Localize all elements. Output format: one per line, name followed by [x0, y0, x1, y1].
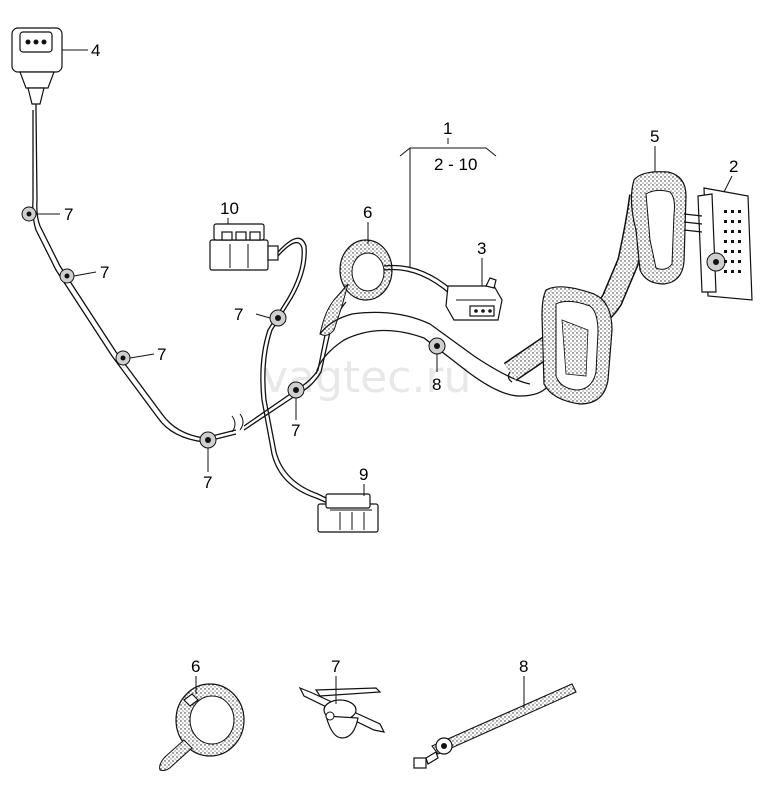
part-5-sleeve [630, 171, 687, 285]
detail-6-label: 6 [191, 657, 200, 676]
callout-3-label: 3 [477, 239, 486, 258]
leader-lines [36, 49, 733, 496]
callout-4-label: 4 [91, 41, 100, 60]
callout-1-range-label: 2 - 10 [434, 155, 477, 174]
callout-7e-label: 7 [291, 421, 300, 440]
grommet-6 [319, 239, 393, 336]
wire-grommet-to-3 [383, 264, 453, 291]
callout-1-label: 1 [443, 119, 452, 138]
callout-7a-label: 7 [64, 205, 73, 224]
loop-wire [319, 311, 531, 385]
middle-wire-clip [287, 381, 305, 399]
callout-10-label: 10 [220, 199, 239, 218]
left-wire-clip-2 [59, 268, 75, 284]
callout-9-label: 9 [359, 465, 368, 484]
wire-10-to-9 [264, 237, 331, 501]
callout-7d-label: 7 [203, 473, 212, 492]
left-wire-clip-3 [115, 350, 131, 366]
detail-7-label: 7 [331, 657, 340, 676]
callout-7c-label: 7 [157, 345, 166, 364]
callout-2-label: 2 [729, 157, 738, 176]
wire-10-clip [269, 309, 287, 327]
loop-clip-8 [428, 337, 446, 355]
connector-10 [209, 223, 279, 271]
callout-6-label: 6 [363, 203, 372, 222]
connector-3 [445, 277, 503, 321]
connector-4 [11, 27, 63, 105]
detail-cable-tie-8 [413, 676, 577, 769]
callout-5-label: 5 [650, 127, 659, 146]
left-wire-clip-1 [21, 206, 37, 222]
connector-9 [317, 493, 379, 533]
callout-7b-label: 7 [100, 263, 109, 282]
detail-8-label: 8 [519, 657, 528, 676]
left-wire-clip-4 [199, 431, 217, 449]
loom-grommet [541, 286, 613, 405]
detail-clip-7 [298, 676, 386, 739]
detail-grommet-6 [159, 676, 245, 771]
callout-8-label: 8 [432, 375, 441, 394]
connector-2 [683, 187, 753, 301]
callout-7f-label: 7 [234, 305, 243, 324]
wire-break-mark [231, 413, 244, 433]
callout-1-bracket [399, 138, 497, 268]
